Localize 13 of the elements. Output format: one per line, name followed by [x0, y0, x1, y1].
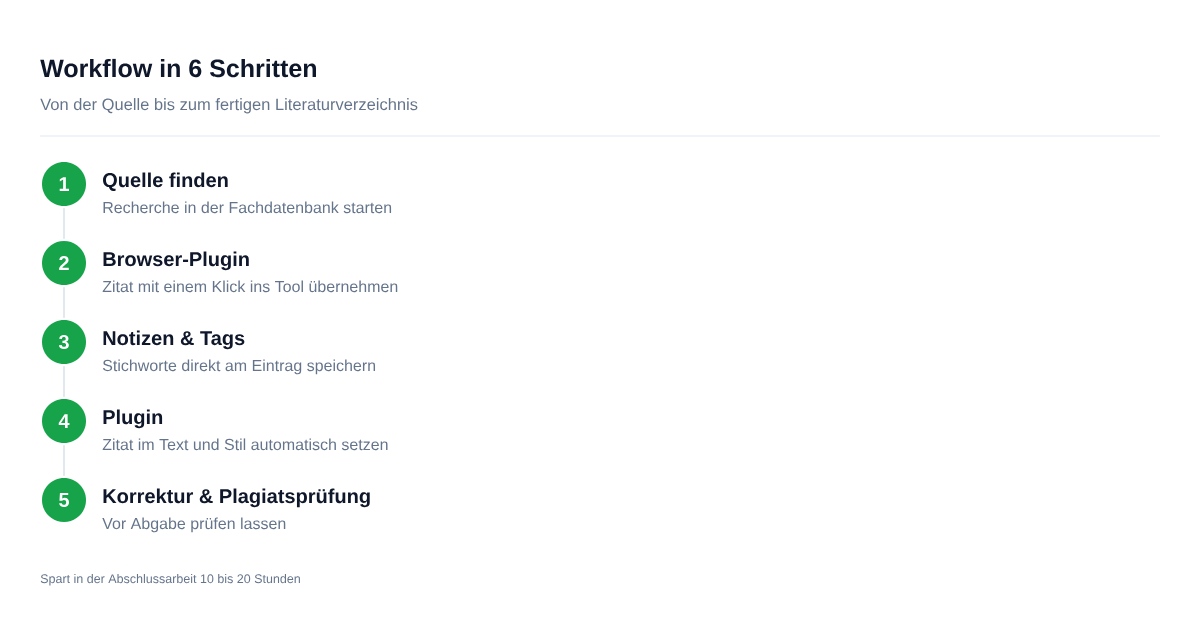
step-description: Stichworte direkt am Eintrag speichern [102, 359, 375, 375]
step-title: Notizen & Tags [103, 330, 245, 350]
step-title: Korrektur & Plagiatsprüfung [103, 488, 370, 508]
step-title: Plugin [103, 409, 163, 429]
step-description: Vor Abgabe prüfen lassen [102, 517, 286, 533]
title: Workflow in 6 Schritten [40, 58, 316, 78]
step-description: Recherche in der Fachdatenbank starten [103, 201, 392, 214]
step-title: Quelle finden [103, 172, 228, 191]
subtitle: Von der Quelle bis zum fertigen Literaturverzeichnis [40, 98, 418, 114]
step-title: Browser-Plugin [103, 251, 249, 271]
footnote: Spart in der Abschlussarbeit 10 bis 20 Stunden [40, 573, 300, 586]
step-description: Zitat im Text und Stil automatisch setzen [102, 438, 388, 451]
step-description: Zitat mit einem Klick ins Tool übernehmen [102, 280, 398, 293]
